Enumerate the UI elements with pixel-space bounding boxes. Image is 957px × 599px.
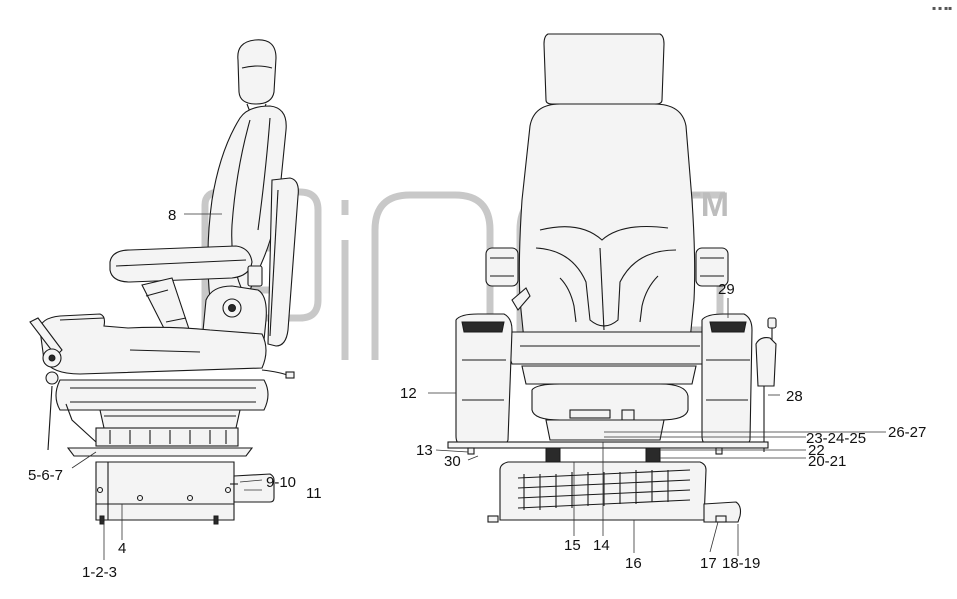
callout-18-19: 18-19 [722, 555, 760, 572]
callout-12: 12 [400, 385, 417, 402]
callout-11: 11 [306, 485, 322, 502]
seat-front-view [447, 33, 777, 523]
callout-22: 22 [808, 442, 825, 459]
callout-20-21: 20-21 [808, 453, 846, 470]
callout-1-2-3: 1-2-3 [82, 564, 117, 581]
callout-28: 28 [786, 388, 803, 405]
corner-mark: ▪ ▪ ▪▪ [932, 5, 952, 12]
callout-14: 14 [593, 537, 610, 554]
leader-lines [71, 213, 886, 560]
callout-23-24-25: 23-24-25 [806, 430, 866, 447]
callout-5-6-7: 5-6-7 [28, 467, 63, 484]
callout-29: 29 [718, 281, 735, 298]
callout-30: 30 [444, 453, 461, 470]
callout-4: 4 [118, 540, 126, 557]
callout-17: 17 [700, 555, 717, 572]
callout-15: 15 [564, 537, 581, 554]
callout-labels: 8 5-6-7 9-10 11 4 1-2-3 12 13 30 29 28 2… [28, 207, 926, 581]
callout-9-10: 9-10 [266, 474, 296, 491]
callout-16: 16 [625, 555, 642, 572]
callout-13: 13 [416, 442, 433, 459]
callout-26-27: 26-27 [888, 424, 926, 441]
seat-side-view [29, 39, 299, 525]
callout-8: 8 [168, 207, 176, 224]
